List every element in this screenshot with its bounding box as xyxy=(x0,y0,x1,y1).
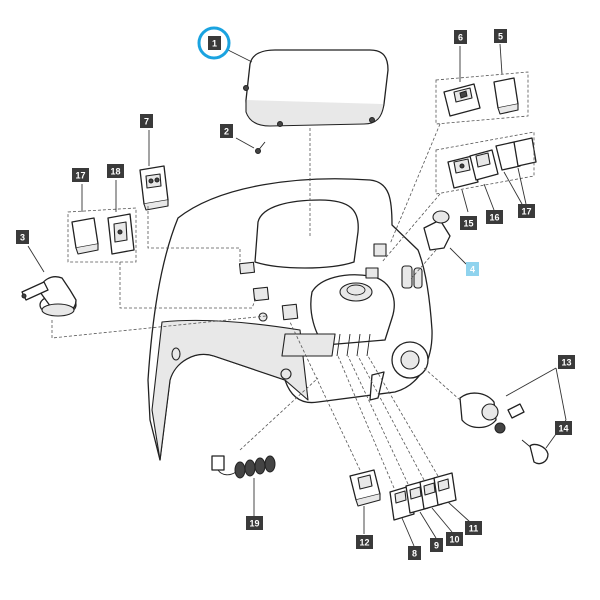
ignition-switch-part-13 xyxy=(459,392,525,434)
callout-18: 18 xyxy=(107,164,124,178)
svg-text:5: 5 xyxy=(498,32,503,42)
svg-text:1: 1 xyxy=(212,39,217,49)
rotary-switch-part-3 xyxy=(21,276,77,317)
svg-text:18: 18 xyxy=(110,167,120,177)
highlight-ring xyxy=(197,26,231,60)
callout-9: 9 xyxy=(430,538,443,552)
connector-part-19 xyxy=(211,455,276,479)
callout-11: 11 xyxy=(465,521,482,535)
svg-text:17: 17 xyxy=(521,207,531,217)
svg-text:19: 19 xyxy=(249,519,259,529)
callout-17-left: 17 xyxy=(72,168,89,182)
callout-3: 3 xyxy=(16,230,29,244)
callout-19: 19 xyxy=(246,516,263,530)
blank-cover-part-17-left xyxy=(71,217,99,255)
switch-part-18 xyxy=(107,213,135,255)
svg-text:16: 16 xyxy=(489,213,499,223)
callout-10: 10 xyxy=(446,532,463,546)
callout-6: 6 xyxy=(454,30,467,44)
callout-12: 12 xyxy=(356,535,373,549)
svg-text:7: 7 xyxy=(144,117,149,127)
callout-15: 15 xyxy=(460,216,477,230)
callout-2: 2 xyxy=(220,124,233,138)
dashboard-housing xyxy=(147,178,433,461)
svg-text:11: 11 xyxy=(469,524,479,534)
callout-7: 7 xyxy=(140,114,153,128)
key-part-14 xyxy=(521,439,549,465)
callout-1: 1 xyxy=(197,26,231,60)
svg-text:8: 8 xyxy=(412,549,417,559)
switch-group-parts-15-16-17 xyxy=(447,137,537,189)
svg-text:17: 17 xyxy=(75,171,85,181)
switch-part-7 xyxy=(139,165,169,211)
callouts: 1 2 3 4 5 6 7 8 xyxy=(16,26,575,560)
knob-part-4 xyxy=(423,210,451,251)
switch-cap-part-5 xyxy=(493,77,519,115)
svg-text:6: 6 xyxy=(458,33,463,43)
svg-text:3: 3 xyxy=(20,233,25,243)
callout-16: 16 xyxy=(486,210,503,224)
svg-text:14: 14 xyxy=(558,424,568,434)
switch-bank-parts-8-11 xyxy=(389,472,457,521)
svg-text:12: 12 xyxy=(359,538,369,548)
rocker-switch-part-6 xyxy=(443,83,481,117)
screw-part-2 xyxy=(255,141,266,154)
svg-text:13: 13 xyxy=(561,358,571,368)
callout-4: 4 xyxy=(466,262,479,276)
svg-text:9: 9 xyxy=(434,541,439,551)
callout-14: 14 xyxy=(555,421,572,435)
leader-lines xyxy=(27,43,567,547)
callout-17-right: 17 xyxy=(518,204,535,218)
callout-5: 5 xyxy=(494,29,507,43)
svg-text:10: 10 xyxy=(449,535,459,545)
svg-text:15: 15 xyxy=(463,219,473,229)
switch-part-12 xyxy=(349,469,381,507)
instrument-cluster-part-1 xyxy=(243,49,389,127)
svg-text:2: 2 xyxy=(224,127,229,137)
svg-text:4: 4 xyxy=(470,265,475,275)
callout-8: 8 xyxy=(408,546,421,560)
callout-13: 13 xyxy=(558,355,575,369)
